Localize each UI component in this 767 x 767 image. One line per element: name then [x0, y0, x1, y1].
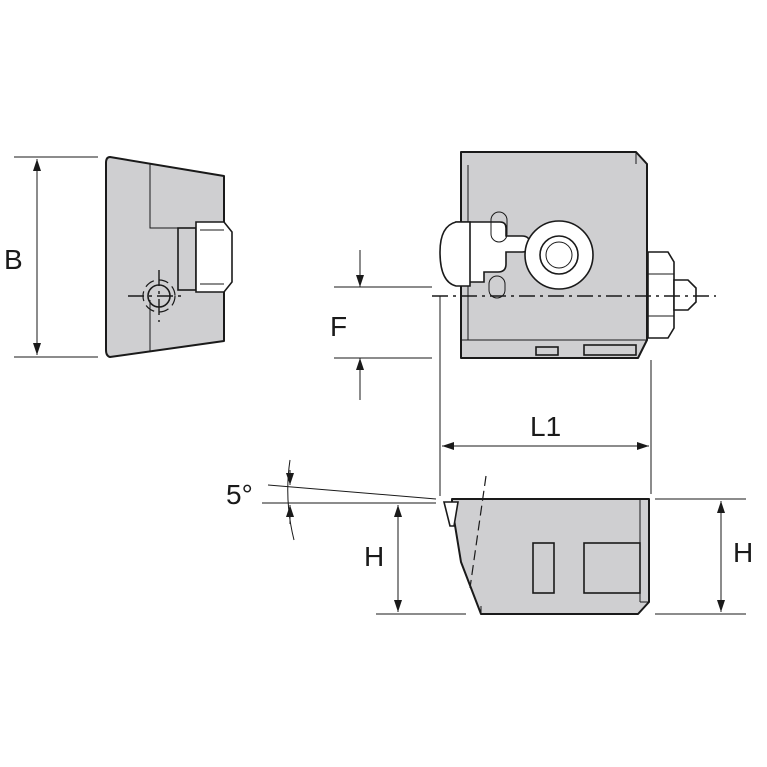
top-view-hex-nut — [647, 251, 675, 339]
end-view-body — [105, 156, 225, 358]
top-view-screw-tip — [673, 279, 697, 311]
top-view-slot-oval-2 — [488, 275, 506, 299]
side-view-cutting-insert — [442, 501, 459, 527]
dimension-angle-label: 5° — [226, 479, 253, 510]
dimension-h-left-label: H — [364, 541, 384, 572]
end-view-screw-head — [195, 221, 233, 293]
side-view-pocket — [583, 542, 641, 594]
dimension-angle: 5° — [226, 459, 437, 541]
end-view-step-line — [149, 164, 178, 229]
end-view — [105, 156, 233, 358]
dimension-l1: L1 — [439, 296, 652, 496]
top-view-pocket — [583, 344, 637, 356]
side-view-slot — [532, 542, 555, 594]
top-view — [432, 151, 716, 359]
dimension-h-left: H — [364, 505, 466, 615]
dimension-b-label: B — [4, 244, 23, 275]
top-view-slot — [535, 346, 559, 356]
top-view-slot-oval — [490, 211, 508, 243]
top-view-clamp-tip — [439, 221, 471, 287]
side-view-hidden-axis — [469, 475, 487, 589]
dimension-b: B — [4, 156, 98, 358]
dimension-l1-label: L1 — [530, 411, 561, 442]
dimension-h-right-label: H — [733, 537, 753, 568]
dimension-f-label: F — [330, 311, 347, 342]
dimension-f: F — [330, 250, 432, 400]
side-view-body — [451, 498, 650, 615]
top-view-pin-core — [545, 241, 573, 269]
dimension-h-right: H — [655, 498, 753, 615]
side-view — [442, 475, 650, 615]
